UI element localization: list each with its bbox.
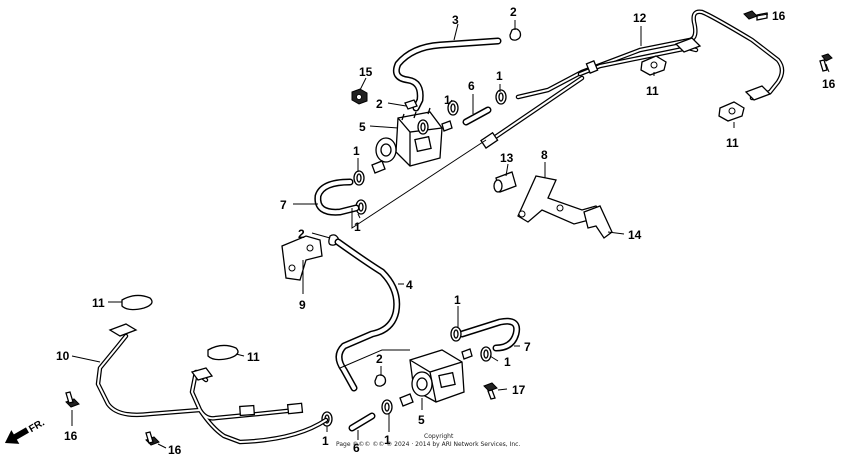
callout-1: 1 (504, 355, 511, 369)
callout-3: 3 (452, 13, 459, 27)
callout-1: 1 (384, 433, 391, 447)
hose-6-upper (462, 106, 492, 126)
callout-16: 16 (168, 443, 182, 457)
callout-2: 2 (510, 5, 517, 19)
pipe-clamp-upper-b (744, 85, 772, 101)
grommet-11-upper-b (718, 101, 745, 122)
hose-3 (392, 37, 502, 112)
grommet-11-lower-b (207, 344, 239, 361)
clip-2-mid (404, 99, 418, 110)
callout-11: 11 (726, 136, 739, 150)
callout-1: 1 (354, 220, 361, 234)
front-direction-indicator: FR. (4, 417, 47, 444)
bolt-16-upper-b (819, 53, 833, 72)
copyright-line-1: Copyright (424, 433, 454, 440)
callout-1: 1 (353, 144, 360, 158)
callout-1: 1 (496, 69, 503, 83)
copyright-line-2: Page ©©© ©© © 2024 · 2014 by ARI Network… (336, 441, 520, 448)
clamp-1-upper-a (417, 119, 429, 135)
clamp-1-lower-c (381, 399, 393, 415)
fuel-pipe-upper-long (480, 75, 585, 149)
callout-11: 11 (92, 296, 105, 310)
callout-16: 16 (822, 77, 836, 91)
callout-2: 2 (298, 227, 305, 241)
grommet-11-upper-a (640, 55, 667, 76)
hose-7-upper (314, 178, 360, 216)
callout-6: 6 (353, 441, 360, 455)
callout-1: 1 (454, 293, 461, 307)
pipe-clamp-upper-a (674, 37, 702, 53)
callout-2: 2 (376, 352, 383, 366)
leader-lines (71, 13, 830, 449)
bolt-16-upper-a (743, 10, 768, 21)
clamp-1-lower-a (450, 326, 462, 342)
fuel-pipe-10 (95, 333, 329, 445)
hose-7-lower (458, 317, 521, 352)
bolt-16-lower-a (65, 391, 80, 408)
callout-5: 5 (418, 413, 425, 427)
callout-13: 13 (500, 151, 514, 165)
callout-16: 16 (772, 9, 786, 23)
callout-9: 9 (299, 298, 306, 312)
clip-14 (583, 205, 613, 239)
fuel-pump-5-upper (371, 107, 453, 174)
front-label: FR. (27, 417, 47, 435)
callout-8: 8 (541, 148, 548, 162)
clip-2-lower (374, 374, 387, 387)
bolt-16-lower-b (145, 431, 160, 446)
nut-15 (351, 88, 368, 105)
callout-15: 15 (359, 65, 373, 79)
bracket-9 (281, 235, 323, 281)
callout-1: 1 (444, 93, 451, 107)
clamp-1-lower-b (480, 346, 492, 362)
callout-11: 11 (247, 350, 260, 364)
callout-labels: 3 2 12 16 16 15 2 5 1 6 1 11 11 1 7 1 13… (56, 5, 836, 457)
clamp-1-upper-d (353, 170, 365, 186)
grommet-11-lower-a (121, 294, 153, 311)
callout-5: 5 (359, 120, 366, 134)
callout-16: 16 (64, 429, 78, 443)
fuel-pump-5-lower (399, 348, 473, 407)
callout-11: 11 (646, 84, 659, 98)
callout-4: 4 (406, 278, 413, 292)
clamp-1-upper-c (495, 89, 507, 105)
clamp-1-upper-b (447, 100, 459, 116)
callout-14: 14 (628, 228, 642, 242)
clip-2-top (509, 28, 522, 41)
callout-1: 1 (322, 434, 329, 448)
pipe-clamp-lower-b (190, 367, 214, 381)
callout-6: 6 (468, 79, 475, 93)
callout-17: 17 (512, 383, 526, 397)
sleeve-13 (493, 171, 517, 193)
pipe-clamp-lower-a (108, 323, 138, 337)
callout-2: 2 (376, 97, 383, 111)
bolt-17 (483, 382, 498, 400)
callout-12: 12 (633, 11, 647, 25)
hose-4 (334, 238, 401, 392)
callout-10: 10 (56, 349, 70, 363)
callout-7: 7 (524, 340, 531, 354)
front-arrow-icon (4, 427, 29, 444)
callout-7: 7 (280, 198, 287, 212)
hose-6-lower (348, 412, 376, 432)
